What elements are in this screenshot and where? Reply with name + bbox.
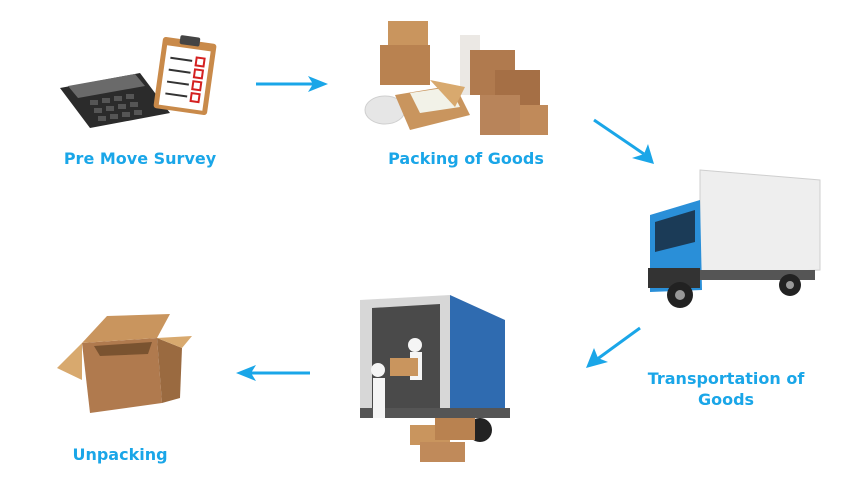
arrow-down-left-icon — [586, 326, 641, 368]
arrow-down-right-icon — [593, 118, 654, 164]
arrow-left-icon — [236, 365, 310, 381]
truck-icon — [648, 169, 821, 308]
calculator-clipboard-icon — [60, 35, 217, 128]
step-label-pre-move-survey: Pre Move Survey — [63, 149, 217, 168]
arrow-right-icon — [256, 76, 328, 92]
step-label-packing-of-goods: Packing of Goods — [388, 149, 544, 168]
step-label-unpacking: Unpacking — [72, 445, 168, 464]
boxes-icon — [364, 21, 548, 135]
loading-truck-icon — [360, 295, 510, 462]
open-box-icon — [57, 314, 192, 413]
